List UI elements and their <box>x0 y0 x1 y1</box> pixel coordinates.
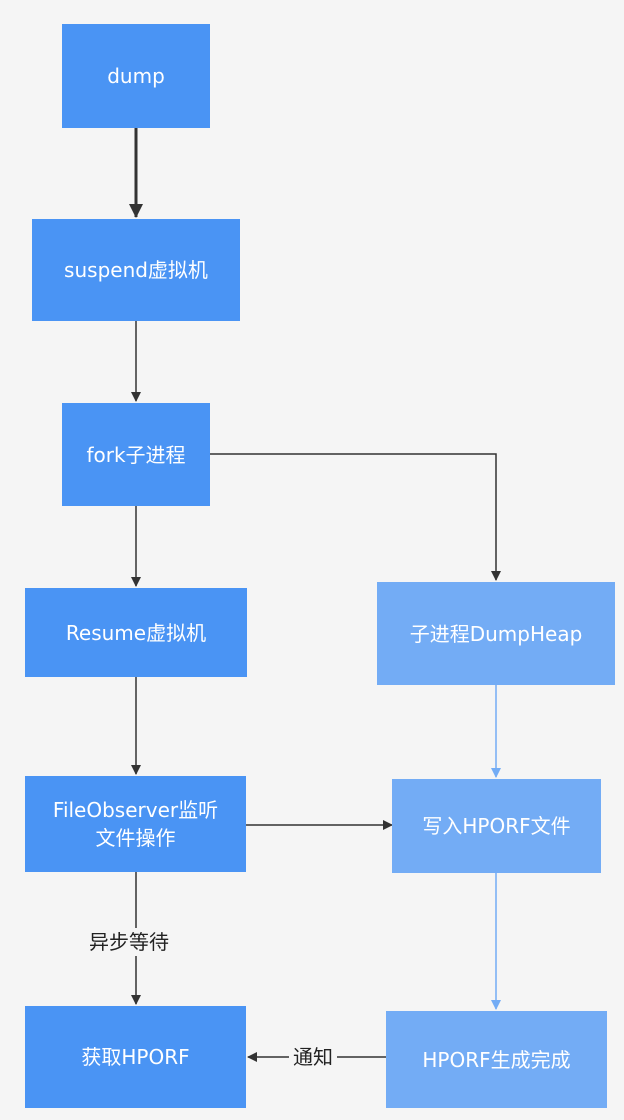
node-write-hporf: 写入HPORF文件 <box>392 779 601 873</box>
node-write-hporf-label: 写入HPORF文件 <box>422 814 571 838</box>
node-file-observer-label-line1: FileObserver监听 <box>52 798 219 822</box>
node-resume-vm-label: Resume虚拟机 <box>65 620 207 645</box>
node-resume-vm: Resume虚拟机 <box>25 588 247 677</box>
node-child-dumpheap-label: 子进程DumpHeap <box>409 621 583 646</box>
node-file-observer: FileObserver监听 文件操作 <box>25 776 246 872</box>
node-get-hporf: 获取HPORF <box>25 1006 246 1108</box>
edge-label-notify: 通知 <box>289 1043 337 1071</box>
node-dump: dump <box>62 24 210 128</box>
node-hporf-done-label: HPORF生成完成 <box>422 1047 571 1072</box>
node-suspend-vm-label: suspend虚拟机 <box>64 258 208 282</box>
node-fork-child-label: fork子进程 <box>86 442 186 467</box>
node-file-observer-label-line2: 文件操作 <box>95 826 176 850</box>
node-hporf-done: HPORF生成完成 <box>386 1011 607 1108</box>
node-suspend-vm: suspend虚拟机 <box>32 219 240 321</box>
node-dump-label: dump <box>107 64 165 88</box>
node-get-hporf-label: 获取HPORF <box>81 1045 190 1069</box>
node-fork-child: fork子进程 <box>62 403 210 506</box>
edge-fork-to-child <box>210 453 501 581</box>
edge-label-async-wait: 异步等待 <box>85 928 173 956</box>
node-child-dumpheap: 子进程DumpHeap <box>377 582 615 685</box>
